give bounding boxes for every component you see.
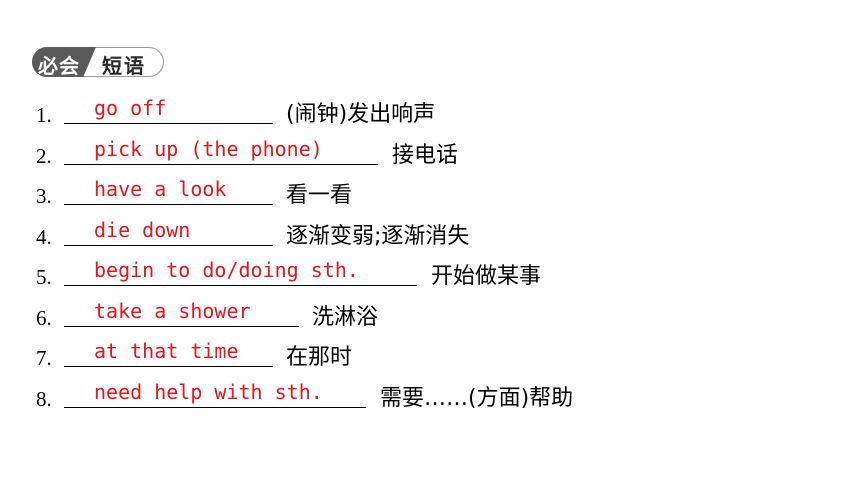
item-number: 4. [36,225,52,249]
item-number: 3. [36,184,52,208]
answer-text: at that time [94,339,239,363]
answer-blank [64,164,378,165]
answer-blank [64,245,273,246]
answer-text: take a shower [94,299,251,323]
meaning-text: 洗淋浴 [312,305,379,330]
meaning-text: 接电话 [392,143,459,168]
answer-text: go off [94,96,167,120]
item-number: 6. [36,306,52,330]
meaning-text: 看一看 [286,183,353,208]
meaning-text: 逐渐变弱;逐渐消失 [286,224,470,249]
meaning-text: (闹钟)发出响声 [286,102,436,127]
phrase-row-8: 8. need help with sth. 需要……(方面)帮助 [36,378,636,414]
phrase-row-3: 3. have a look 看一看 [36,175,556,211]
phrase-row-4: 4. die down 逐渐变弱;逐渐消失 [36,216,556,252]
item-number: 7. [36,346,52,370]
item-number: 2. [36,144,52,168]
meaning-text: 在那时 [286,345,353,370]
meaning-text: 需要……(方面)帮助 [380,386,574,411]
phrase-row-1: 1. go off (闹钟)发出响声 [36,94,556,130]
answer-blank [64,285,417,286]
badge-label-required: 必会 [38,54,80,78]
badge-label-phrases: 短语 [102,54,146,78]
item-number: 8. [36,387,52,411]
phrase-row-5: 5. begin to do/doing sth. 开始做某事 [36,256,596,292]
answer-blank [64,204,273,205]
phrase-row-6: 6. take a shower 洗淋浴 [36,297,556,333]
section-badge: 必会 短语 [32,45,166,79]
item-number: 1. [36,103,52,127]
answer-blank [64,407,366,408]
item-number: 5. [36,265,52,289]
answer-text: begin to do/doing sth. [94,258,359,282]
answer-text: pick up (the phone) [94,137,323,161]
meaning-text: 开始做某事 [431,264,542,289]
answer-text: die down [94,218,191,242]
phrase-row-2: 2. pick up (the phone) 接电话 [36,135,556,171]
answer-blank [64,366,273,367]
answer-blank [64,123,273,124]
answer-text: need help with sth. [94,380,323,404]
phrase-row-7: 7. at that time 在那时 [36,337,556,373]
answer-text: have a look [94,177,227,201]
answer-blank [64,326,299,327]
